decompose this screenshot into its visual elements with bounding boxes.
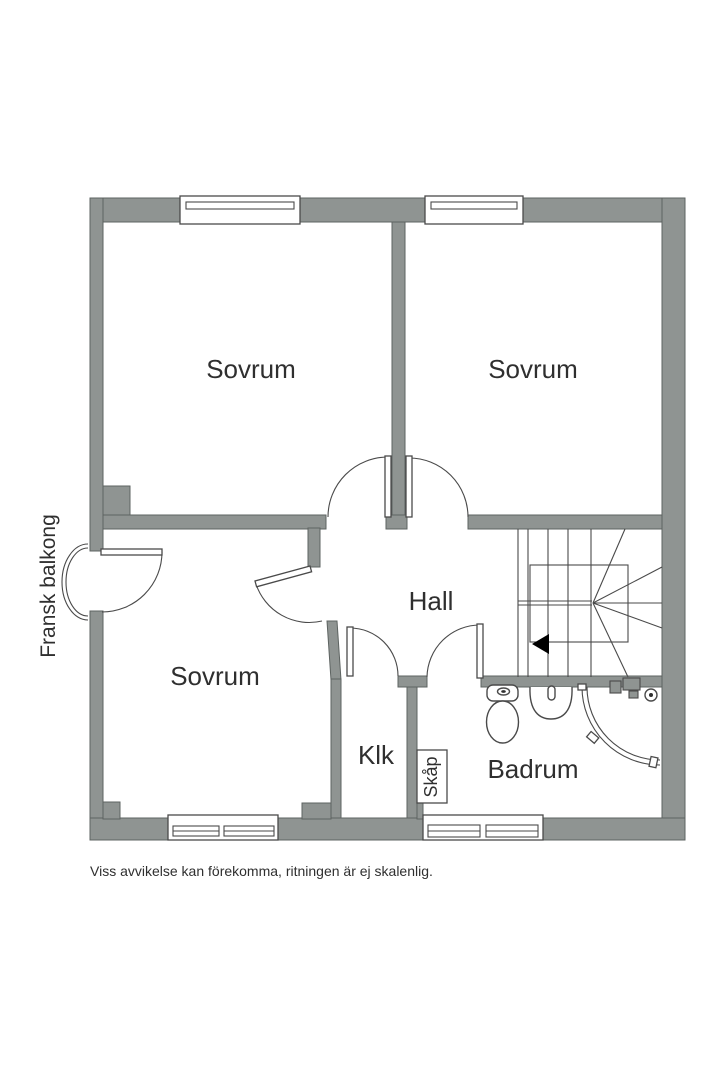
door-bedroom-top-left [327, 455, 392, 518]
wall-exterior-left-lower [89, 610, 104, 841]
pier-bottom-left [102, 801, 121, 820]
wall-hall-top-right [467, 514, 663, 530]
staircase [517, 528, 663, 678]
wall-exterior-right [661, 197, 686, 841]
balcony-door-leaf [100, 548, 163, 556]
door-bathroom [426, 623, 484, 679]
french-balcony [61, 543, 163, 621]
stairs-winder-treads [592, 528, 663, 678]
door-bedroom-top-right [405, 455, 469, 518]
wall-exterior-top [89, 197, 686, 223]
window-bedroom-top-left [179, 195, 301, 225]
wall-step-block [102, 485, 131, 517]
shower-mixer-2 [622, 677, 641, 691]
shower-mixer [609, 680, 622, 694]
door-closet [346, 626, 399, 677]
wall-between-bedrooms [391, 221, 406, 517]
toilet-icon [485, 684, 520, 744]
window-bathroom [422, 814, 544, 841]
pier-below-cabinet [416, 801, 424, 820]
window-bedroom-top-right [424, 195, 524, 225]
stairs-direction-arrow-icon [532, 634, 549, 654]
doors [254, 455, 484, 679]
pier-bottom-mid [301, 802, 332, 820]
bathroom-fixtures [485, 677, 661, 769]
label-cabinet: Skåp [421, 756, 441, 797]
balcony-door-arc [101, 551, 163, 613]
label-closet: Klk [358, 740, 395, 770]
wall-closet-cap [397, 675, 428, 688]
balcony-railing-outer [61, 543, 89, 621]
wall-closet-right-stem [406, 686, 418, 819]
wall-exterior-left-upper [89, 197, 104, 552]
wall-hall-left-stub [307, 527, 321, 568]
label-bedroom-top-right: Sovrum [488, 354, 578, 384]
label-french-balcony: Fransk balkong [37, 514, 60, 658]
windows [167, 195, 544, 841]
balcony-railing-inner [65, 547, 89, 617]
room-labels: Sovrum Sovrum Sovrum Hall Klk Badrum Skå… [37, 354, 579, 879]
shower-icon [577, 677, 661, 769]
label-bathroom: Badrum [487, 754, 578, 784]
wall-angled-hall [326, 620, 342, 681]
wall-hall-top-left [102, 514, 327, 530]
cabinet-box [416, 749, 448, 804]
label-bedroom-bottom-left: Sovrum [170, 661, 260, 691]
wall-between-bedrooms-foot [385, 514, 408, 530]
label-bedroom-top-left: Sovrum [206, 354, 296, 384]
label-hall: Hall [409, 586, 454, 616]
door-bedroom-bottom-left [254, 565, 323, 624]
sink-icon [529, 685, 573, 720]
wall-closet-left [330, 678, 342, 819]
shower-mixer-3 [628, 690, 639, 699]
window-bedroom-bottom [167, 814, 279, 841]
disclaimer-text: Viss avvikelse kan förekomma, ritningen … [90, 863, 433, 879]
